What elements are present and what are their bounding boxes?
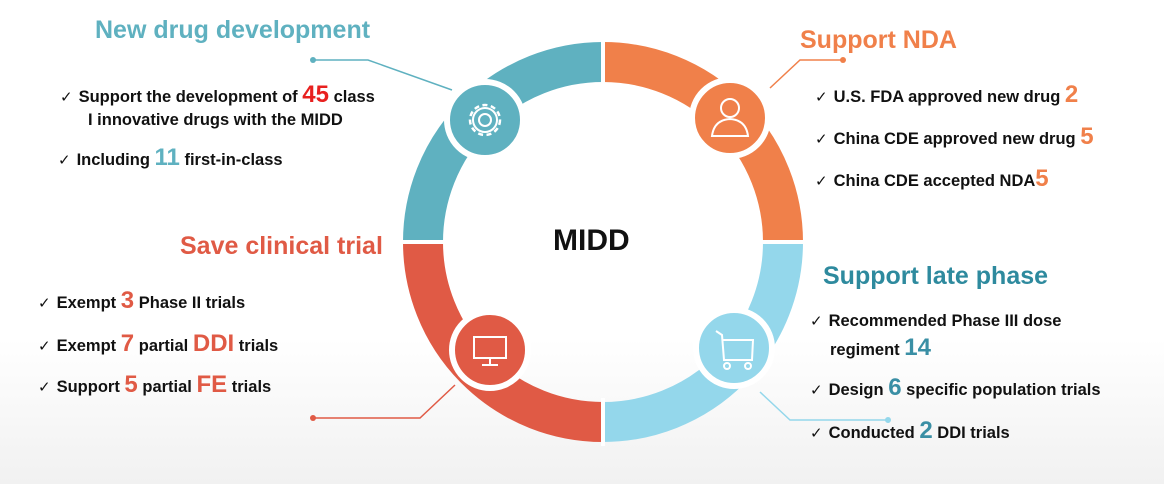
monitor-icon [449, 309, 531, 391]
gear-icon [444, 79, 526, 161]
new-drug-title: New drug development [95, 16, 371, 44]
connector-support-nda [769, 59, 843, 89]
support-nda-item-1: ✓U.S. FDA approved new drug 2 [815, 81, 1079, 108]
late-phase-item-1: ✓Recommended Phase III dose regiment 14 [810, 312, 1062, 361]
late-phase-title: Support late phase [823, 262, 1049, 290]
connector-late-phase [759, 391, 888, 421]
late-phase-item-2: ✓Design 6 specific population trials [810, 374, 1101, 401]
save-clinical-item-2: ✓Exempt 7 partial DDI trials [38, 330, 279, 357]
cart-icon [693, 307, 775, 389]
save-clinical-item-3: ✓Support 5 partial FE trials [38, 371, 272, 398]
person-icon [689, 77, 771, 159]
center-label: MIDD [553, 224, 630, 257]
save-clinical-title: Save clinical trial [180, 232, 383, 260]
new-drug-item-2: ✓Including 11 first-in-class [58, 144, 283, 171]
support-nda-title: Support NDA [800, 26, 957, 54]
support-nda-item-2: ✓China CDE approved new drug 5 [815, 123, 1094, 150]
save-clinical-item-1: ✓Exempt 3 Phase II trials [38, 287, 246, 314]
new-drug-item-1: ✓Support the development of 45 class I i… [60, 81, 375, 130]
support-nda-item-3: ✓China CDE accepted NDA5 [815, 165, 1049, 192]
connector-save-clinical [313, 384, 456, 419]
connector-new-drug [313, 59, 453, 91]
late-phase-item-3: ✓Conducted 2 DDI trials [810, 417, 1010, 444]
